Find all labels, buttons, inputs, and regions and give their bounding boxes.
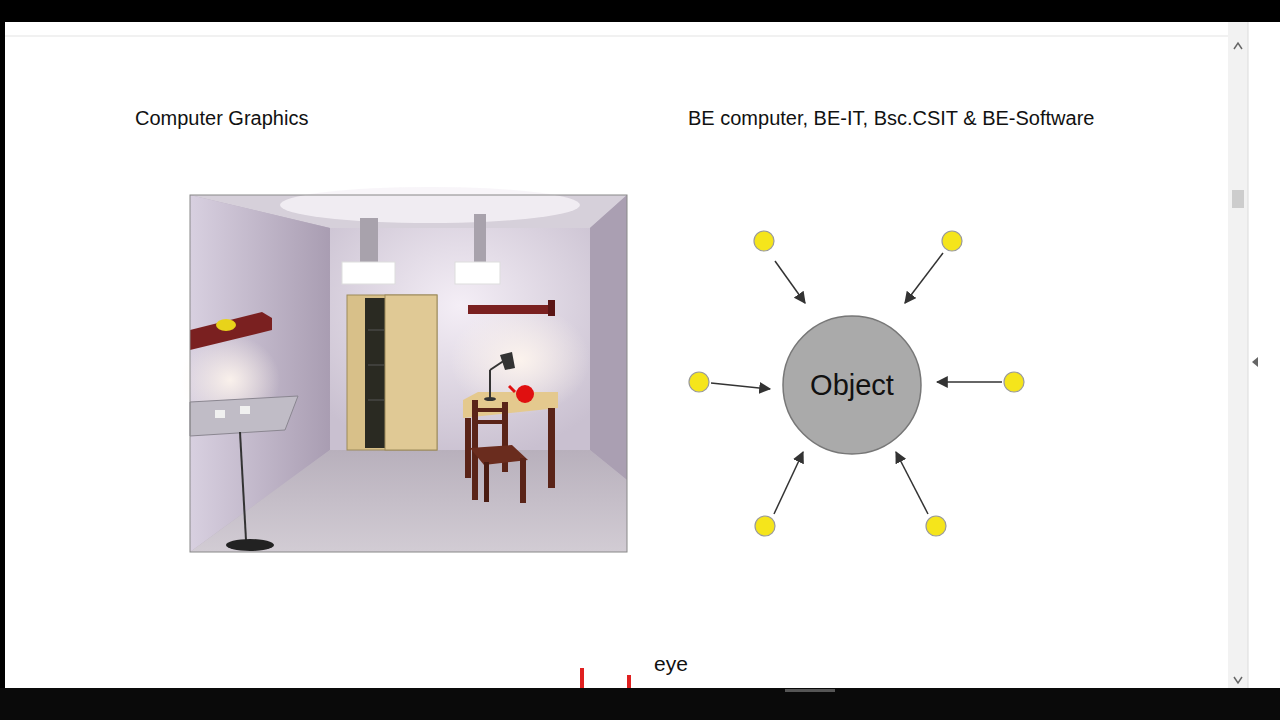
slide-title: Computer Graphics [135, 107, 308, 130]
ruler-line [5, 36, 1228, 37]
taskbar [0, 688, 1280, 720]
scroll-down [1234, 677, 1242, 683]
light-sources [689, 231, 1024, 536]
room-render [180, 187, 627, 552]
image-border [190, 195, 627, 552]
object-circle: Object [782, 315, 922, 455]
light-rays [711, 253, 1002, 514]
page [5, 22, 1228, 688]
eye-marker [627, 675, 631, 688]
eye-marker [580, 668, 584, 688]
eye-label: eye [654, 652, 688, 676]
scroll-thumb [1232, 190, 1244, 208]
pane-border [1248, 22, 1249, 688]
scroll-up [1234, 43, 1242, 49]
scrollbar [1228, 22, 1248, 688]
taskbar-item [785, 689, 835, 692]
node-label: Object [810, 369, 894, 402]
pane-toggle [1252, 357, 1258, 367]
course-label: BE computer, BE-IT, Bsc.CSIT & BE-Softwa… [688, 107, 1094, 130]
side-pane [1248, 22, 1280, 688]
